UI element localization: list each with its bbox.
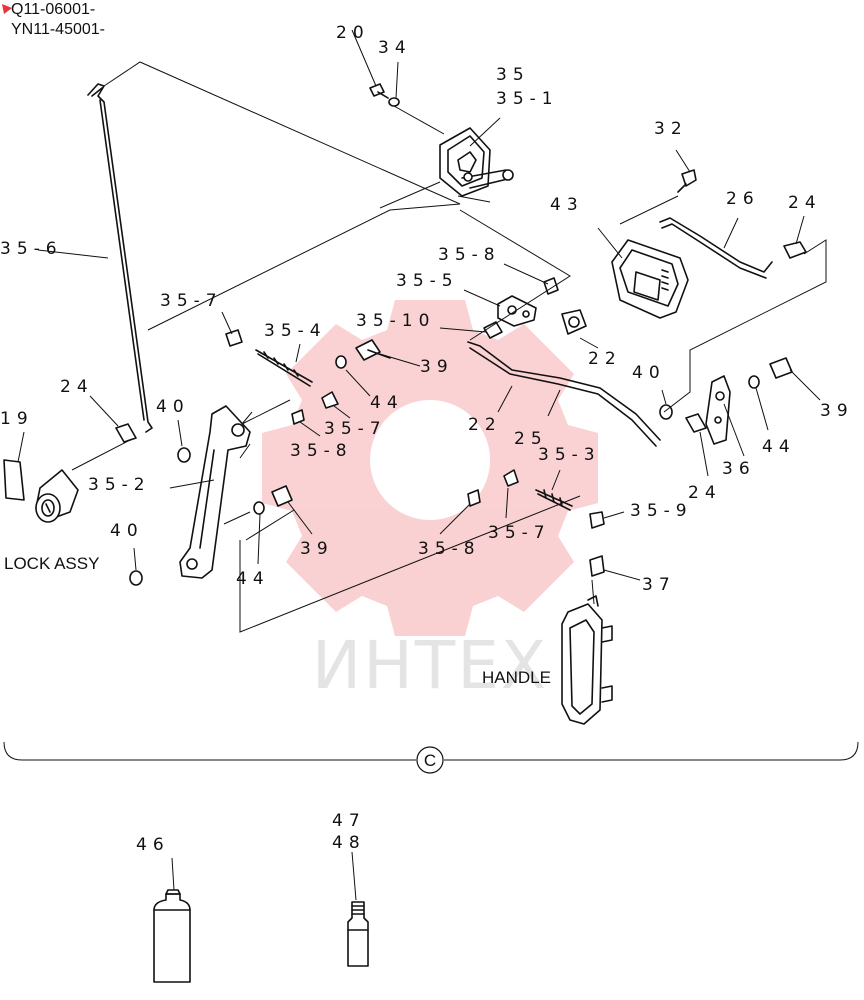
label-24-top: 24 [788, 193, 822, 213]
label-26: 26 [726, 189, 760, 209]
label-35-8-top: 35-8 [438, 245, 501, 265]
label-35-4: 35-4 [264, 321, 327, 341]
label-35-8-mid: 35-8 [290, 441, 353, 461]
clip-35-10 [483, 321, 503, 339]
stud-35-3 [535, 489, 573, 511]
red-flag-icon [2, 4, 12, 14]
label-20: 20 [336, 23, 370, 43]
label-35-2: 35-2 [88, 475, 151, 495]
washer-40-low [129, 570, 143, 586]
label-22-right: 22 [588, 349, 622, 369]
handle-43 [611, 239, 689, 319]
bolt-35-8-low [467, 489, 481, 507]
bushing-22 [561, 309, 587, 335]
leader-lines [17, 29, 827, 633]
label-37: 37 [642, 575, 676, 595]
plate-35-5 [497, 295, 537, 327]
label-34: 34 [378, 38, 412, 58]
label-36: 36 [722, 459, 756, 479]
label-22-mid: 22 [468, 415, 502, 435]
label-19: 19 [0, 409, 34, 429]
washer-40-left [177, 447, 191, 463]
label-32: 32 [654, 119, 688, 139]
section-marker-label: C [424, 751, 436, 770]
label-48: 48 [332, 833, 366, 853]
label-35-9: 35-9 [630, 501, 693, 521]
label-24-right: 24 [688, 483, 722, 503]
lock-cylinder-19 [3, 459, 79, 523]
label-35-7-left: 35-7 [160, 291, 223, 311]
bottle-47-48-icon [347, 851, 369, 967]
caption-handle: HANDLE [482, 668, 551, 687]
label-35-5: 35-5 [396, 271, 459, 291]
bolt-35-8-mid [291, 409, 305, 425]
washer-44-right [748, 375, 760, 389]
section-marker-circle [416, 746, 444, 774]
clip-24-right [685, 413, 707, 433]
label-39-low: 39 [300, 539, 334, 559]
label-39-mid: 39 [420, 357, 454, 377]
bolt-39-mid [355, 339, 391, 361]
bolt-39-right [769, 357, 793, 379]
watermark-gear-icon [262, 300, 598, 636]
washer-44-mid [335, 355, 347, 369]
watermark-text: ИНТЕХ [312, 627, 548, 704]
label-35-10: 35-10 [356, 311, 435, 331]
rod-26 [659, 217, 773, 279]
label-35: 35 [496, 65, 530, 85]
bolt-39-low [271, 485, 293, 507]
label-35-7-low: 35-7 [488, 523, 551, 543]
handle-assembly [561, 595, 613, 725]
rod-22 [467, 341, 661, 447]
label-35-7-mid: 35-7 [324, 419, 387, 439]
lever-35-2 [179, 405, 251, 579]
label-39-right: 39 [820, 401, 854, 421]
bolt-32 [677, 169, 697, 193]
label-43: 43 [550, 195, 584, 215]
washer-44-low [253, 501, 265, 515]
clip-24-left [115, 423, 137, 443]
label-47: 47 [332, 811, 366, 831]
label-24-left: 24 [60, 377, 94, 397]
label-35-1: 35-1 [496, 89, 559, 109]
label-44-mid: 44 [370, 393, 404, 413]
label-25: 25 [514, 429, 548, 449]
washer-34 [388, 97, 400, 107]
label-46: 46 [136, 835, 170, 855]
serial-range-line-2: YN11-45001- [11, 21, 105, 38]
label-44-low: 44 [236, 569, 270, 589]
bolt-35-7-left [225, 329, 243, 347]
clip-24-top [783, 241, 807, 259]
label-44-right: 44 [762, 437, 796, 457]
stud-35-4 [255, 349, 313, 387]
section-bracket [3, 741, 859, 774]
bottle-46-icon [153, 857, 191, 983]
lock-35 [439, 127, 514, 197]
nut-35-9 [589, 511, 605, 529]
bolt-37 [589, 555, 605, 577]
bracket-36 [705, 375, 731, 445]
label-35-3: 35-3 [538, 445, 601, 465]
label-35-8-low: 35-8 [418, 539, 481, 559]
label-40-low: 40 [110, 521, 144, 541]
part-labels: 20 34 35 35-1 32 43 26 24 35-6 35-8 35-5… [0, 23, 854, 855]
bolt-20 [369, 83, 389, 99]
bolt-35-7-mid [321, 391, 339, 409]
rod-35-6 [87, 83, 153, 433]
label-40-left: 40 [156, 397, 190, 417]
caption-lock-assy: LOCK ASSY [4, 554, 99, 573]
label-35-6: 35-6 [0, 239, 63, 259]
label-40-right: 40 [632, 363, 666, 383]
serial-range-line-1: Q11-06001- [11, 1, 95, 18]
bolt-35-7-low [503, 469, 519, 487]
watermark: ИНТЕХ [262, 300, 598, 704]
